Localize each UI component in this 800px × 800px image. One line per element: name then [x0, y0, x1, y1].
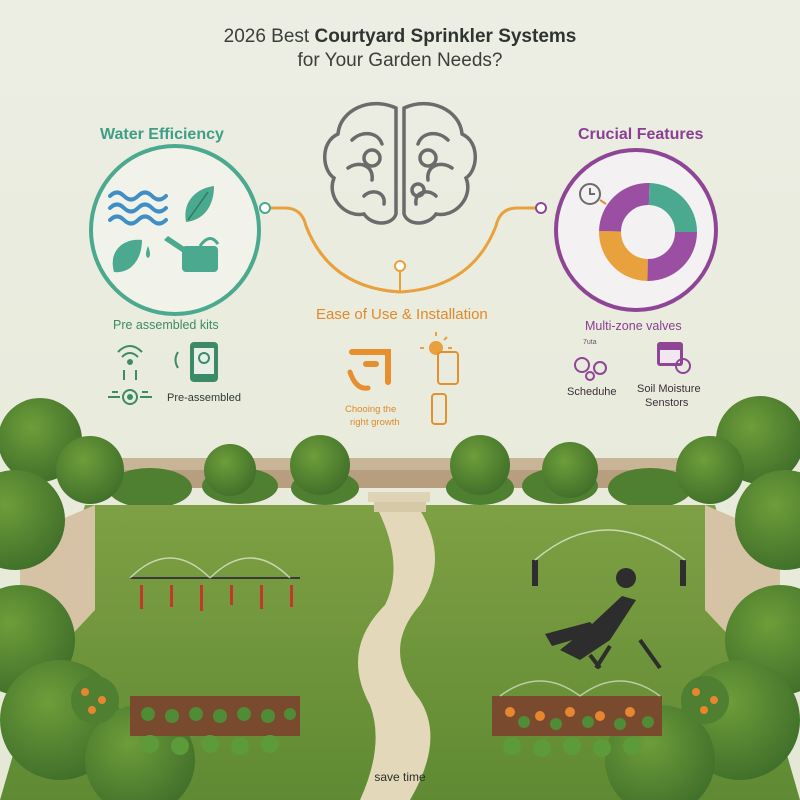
pre-assembled-label: Pre-assembled	[167, 392, 241, 404]
leaf-icon	[185, 186, 214, 222]
sprinkler-icon	[129, 557, 300, 611]
wifi-icon	[117, 345, 143, 380]
calendar-icon	[657, 342, 691, 374]
watering-can-icon	[164, 236, 220, 272]
page-subtitle: for Your Garden Needs?	[297, 50, 503, 71]
title-prefix: 2026 Best	[223, 26, 315, 47]
choosing-caption: Chooing the	[345, 404, 397, 415]
choosing-caption-line2: right growth	[350, 417, 400, 428]
steps	[368, 492, 430, 512]
leaf-icon	[112, 239, 150, 273]
person-lounging-icon	[545, 568, 662, 670]
zone-tag: 7uta	[583, 339, 597, 346]
right-node	[535, 202, 547, 214]
clock-icon	[579, 183, 607, 205]
center-node	[394, 260, 406, 272]
flower-bush	[71, 676, 729, 724]
pre-assembled-kits-label: Pre assembled kits	[113, 318, 219, 332]
garden-bed-right	[492, 680, 662, 757]
tree-cluster-center	[204, 435, 598, 498]
garden-path	[358, 510, 435, 800]
crucial-features-heading: Crucial Features	[578, 126, 704, 143]
save-time-label: save time	[374, 770, 426, 784]
soil-moisture-label-line2: Senstors	[645, 397, 689, 409]
ease-of-use-heading: Ease of Use & Installation	[316, 306, 488, 323]
brain-icon	[323, 102, 477, 225]
waves-icon	[108, 190, 168, 226]
sun-icon	[420, 332, 459, 425]
garden-bed-left	[130, 696, 300, 755]
valve-icon	[108, 389, 152, 405]
donut-icon	[599, 183, 697, 281]
soil-moisture-label: Soil Moisture	[637, 383, 701, 395]
phone-icon	[174, 342, 218, 382]
water-efficiency-circle	[89, 144, 261, 316]
title-bold: Courtyard Sprinkler Systems	[314, 26, 577, 47]
schedule-label: Scheduhe	[567, 386, 617, 398]
water-efficiency-heading: Water Efficiency	[100, 126, 224, 143]
multi-zone-valves-label: Multi-zone valves	[585, 319, 682, 333]
gear-icon	[574, 357, 607, 381]
page-title: 2026 Best Courtyard Sprinkler Systems	[0, 26, 800, 48]
pipe-hand-icon	[347, 349, 391, 391]
sprinkler-icon	[532, 529, 686, 586]
left-node	[259, 202, 271, 214]
